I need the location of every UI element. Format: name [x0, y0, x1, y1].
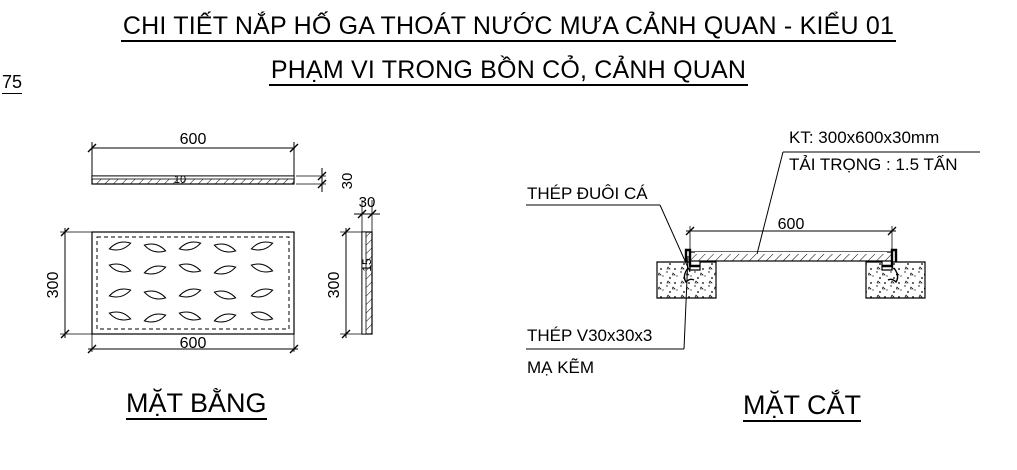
angle-steel-frames [683, 248, 899, 284]
dim-side-thickness: 30 [359, 194, 376, 211]
note-load: TẢI TRỌNG : 1.5 TẤN [789, 155, 957, 174]
section-dim-width: 600 [778, 216, 805, 233]
dim-inner-small: 15 [360, 258, 374, 272]
dim-top-width: 600 [180, 131, 207, 148]
section-width-dimension [685, 226, 897, 252]
section-view: 600 KT: 300x600x30mm TẢI TRỌNG : 1.5 TẤN [526, 128, 980, 377]
dim-bottom-width: 600 [180, 335, 207, 352]
side-elevation-strip [340, 200, 380, 339]
plan-view: 600 10 30 [45, 131, 380, 354]
note-galvanized: MẠ KẼM [527, 358, 594, 377]
note-angle-steel: THÉP V30x30x3 [527, 326, 652, 345]
top-elevation-strip [87, 142, 327, 192]
dim-thickness: 30 [339, 173, 356, 190]
bottom-width-dimension [87, 334, 299, 354]
dim-height-left: 300 [45, 272, 62, 299]
left-height-dimension [60, 227, 92, 339]
dim-height-right: 300 [326, 272, 343, 299]
cover-slab [689, 251, 893, 262]
concrete-walls [656, 261, 926, 299]
plan-view-label: MẶT BẰNG [126, 388, 267, 420]
leader-steel-anchor [526, 204, 691, 273]
leader-angle-steel [526, 255, 689, 350]
page-number-fragment: 75 [2, 72, 23, 94]
drawing-title-line2: PHẠM VI TRONG BỒN CỎ, CẢNH QUAN [268, 56, 749, 86]
note-size: KT: 300x600x30mm [789, 128, 939, 147]
note-steel-anchor: THÉP ĐUÔI CÁ [527, 184, 648, 203]
drawing-title-line1: CHI TIẾT NẮP HỐ GA THOÁT NƯỚC MƯA CẢNH Q… [120, 12, 897, 42]
leader-size-note [756, 151, 980, 255]
section-view-label: MẶT CẮT [743, 390, 862, 422]
mark-small: 10 [174, 174, 186, 186]
